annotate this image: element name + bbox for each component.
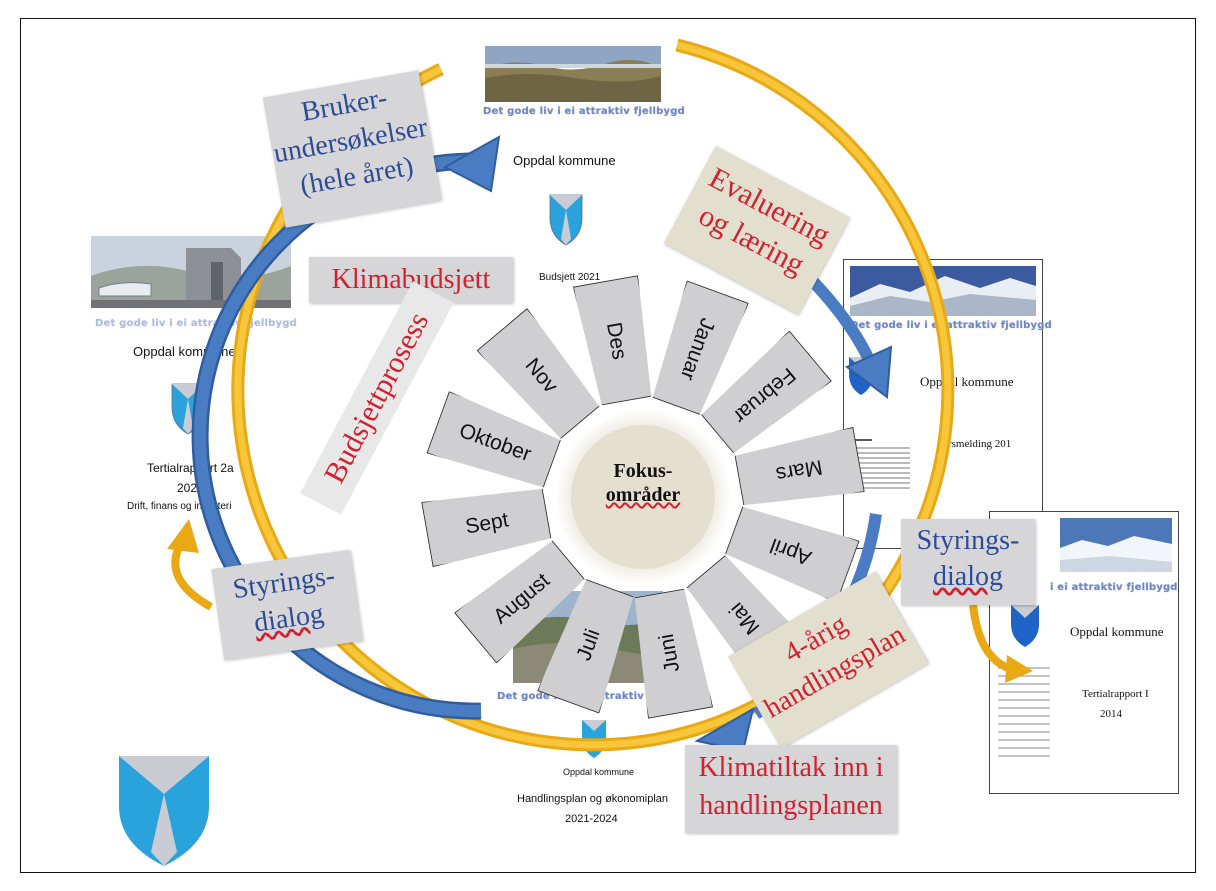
- doc-plan-years: 2021-2024: [565, 813, 618, 825]
- doc-tertial1-tagline: i ei attraktiv fjellbygd: [1050, 582, 1178, 593]
- label-budsjettprosess: Budsjettprosess: [300, 281, 454, 515]
- label-styring-right-line2: dialog: [933, 561, 1003, 592]
- label-klimatiltak-line1: Klimatiltak inn i: [698, 752, 884, 783]
- doc-tertial1: i ei attraktiv fjellbygd Oppdal kommune …: [989, 511, 1179, 794]
- month-label: Februar: [728, 363, 800, 429]
- label-styring-right: Styrings- dialog: [901, 519, 1035, 605]
- doc-tertial2-subtitle: Drift, finans og investeri: [127, 501, 232, 512]
- doc-annual-municipality: Oppdal kommune: [920, 374, 1014, 389]
- shield-icon: [1011, 605, 1039, 647]
- doc-tertial2-title: Tertialrapport 2a: [147, 461, 234, 475]
- month-label: Des: [601, 320, 631, 362]
- doc-annual-title: Årsmelding 201: [940, 438, 1012, 450]
- month-label: Sept: [464, 508, 511, 540]
- month-label: Oktober: [455, 418, 534, 467]
- doc-tertial1-toc: [998, 667, 1050, 757]
- doc-budget: Det gode liv i ei attraktiv fjellbygd Op…: [473, 44, 685, 283]
- doc-budget-tagline: Det gode liv i ei attraktiv fjellbygd: [483, 106, 685, 117]
- doc-budget-title: Budsjett 2021: [539, 272, 601, 283]
- doc-tertial1-municipality: Oppdal kommune: [1070, 624, 1164, 639]
- month-label: Nov: [521, 353, 563, 398]
- month-label: Juni: [655, 631, 685, 674]
- label-styring-right-line1: Styrings-: [916, 525, 1020, 556]
- month-label: Mars: [773, 454, 824, 486]
- month-label: April: [767, 533, 815, 570]
- doc-annual-photo: [850, 266, 1036, 316]
- month-label: Januar: [675, 314, 720, 383]
- month-tile: Des: [572, 276, 658, 408]
- center-label-line2: områder: [605, 484, 681, 506]
- doc-tertial2-municipality: Oppdal kommune: [133, 344, 236, 359]
- center-circle: [555, 409, 731, 585]
- month-label: Juli: [572, 626, 605, 665]
- doc-plan-title: Handlingsplan og økonomiplan: [517, 793, 669, 805]
- doc-tertial1-photo: [1060, 518, 1172, 572]
- doc-tertial2-tagline: Det gode liv i ei attraktiv fjellbygd: [95, 318, 297, 329]
- shield-icon: [119, 756, 209, 866]
- label-styring-left: Styrings- dialog: [211, 549, 363, 661]
- label-bruker: Bruker- undersøkelser (hele året): [262, 70, 442, 228]
- doc-tertial1-year: 2014: [1100, 708, 1122, 720]
- doc-tertial2: Det gode liv i ei attraktiv fjellbygd Op…: [87, 231, 297, 531]
- shield-icon: [171, 383, 205, 435]
- shield-icon: [549, 194, 583, 246]
- doc-plan-municipality: Oppdal kommune: [563, 767, 635, 777]
- doc-tertial1-title: Tertialrapport I: [1082, 688, 1149, 700]
- doc-budget-municipality: Oppdal kommune: [513, 153, 616, 168]
- center-label-line1: Fokus-: [613, 460, 673, 482]
- month-label: Mai: [724, 597, 764, 639]
- doc-tertial2-year: 2020: [177, 481, 204, 495]
- doc-annual-tagline: Det gode liv i ei attraktiv fjellbygd: [850, 320, 1052, 331]
- shield-icon: [849, 357, 873, 395]
- label-budsjettprosess-text: Budsjettprosess: [317, 306, 436, 489]
- label-klimatiltak-line2: handlingsplanen: [699, 790, 883, 821]
- shield-icon: [582, 720, 606, 758]
- doc-tertial2-photo: [91, 236, 291, 308]
- doc-annual: Det gode liv i ei attraktiv fjellbygd Op…: [843, 259, 1052, 549]
- diagram-stage: Det gode liv i ei attraktiv fjellbygd Op…: [20, 18, 1196, 873]
- label-klimatiltak: Klimatiltak inn i handlingsplanen: [685, 745, 897, 833]
- month-tile: Sept: [422, 481, 554, 567]
- doc-budget-photo: [485, 46, 661, 102]
- center-label: Fokus- områder: [573, 459, 713, 507]
